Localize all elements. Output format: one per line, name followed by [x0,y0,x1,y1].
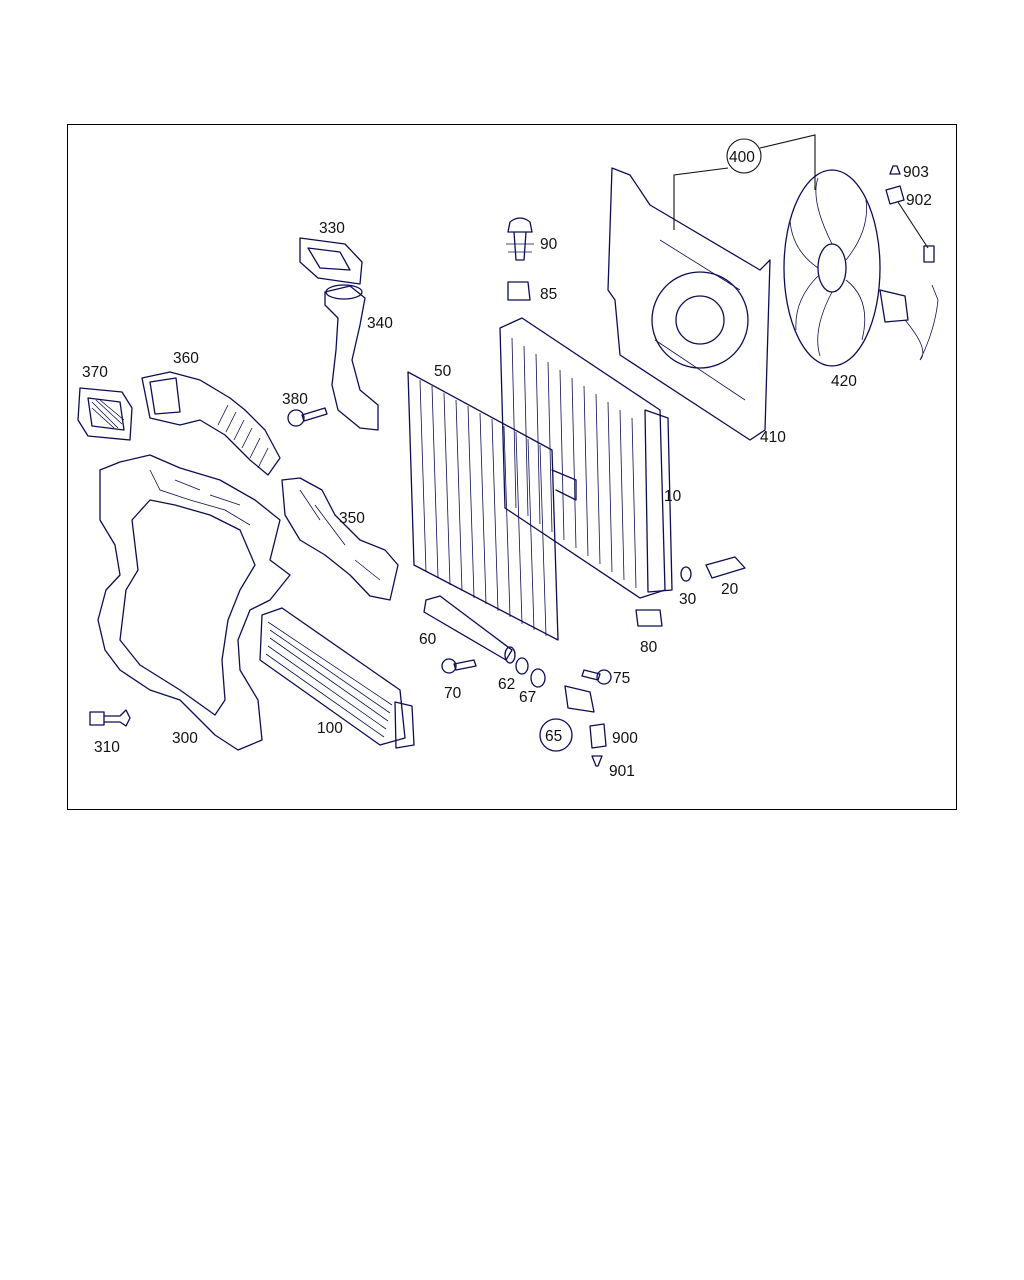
bolt-75 [581,669,612,685]
air-grille-370 [77,387,133,441]
pressure-switch-65 [539,685,595,752]
label-380: 380 [282,391,308,408]
seal-ring-62 [515,657,529,675]
label-370: 370 [82,364,108,381]
electric-fan-420 [783,169,939,367]
radiator-10 [499,317,673,599]
cap-80 [635,609,663,627]
label-30: 30 [679,591,697,608]
condenser-50 [407,371,577,641]
label-10: 10 [664,488,682,505]
assembly-400-leaders [673,134,816,230]
label-310: 310 [94,739,120,756]
label-903: 903 [903,164,929,181]
air-guide-frame-300 [97,454,291,751]
bushing-85 [507,281,531,301]
label-420: 420 [831,373,857,390]
label-75: 75 [613,670,630,687]
seal-ring-67 [530,668,546,688]
label-50: 50 [434,363,452,380]
label-410: 410 [760,429,786,446]
screw-380 [287,407,328,427]
air-duct-330 [299,237,363,285]
connector-901 [591,755,603,767]
connector-902 [885,185,935,263]
charge-air-cooler-100 [259,607,415,749]
label-300: 300 [172,730,198,747]
label-901: 901 [609,763,635,780]
label-902: 902 [906,192,932,209]
receiver-drier-60 [423,595,516,664]
diagram-frame [67,124,957,810]
air-duct-350 [281,477,399,601]
clip-310 [89,709,131,727]
air-pipe-340 [324,284,379,431]
label-60: 60 [419,631,437,648]
drain-plug-20 [705,556,746,579]
washer-30 [680,566,692,582]
label-100: 100 [317,720,343,737]
label-360: 360 [173,350,199,367]
label-67: 67 [519,689,536,706]
label-70: 70 [444,685,462,702]
label-900: 900 [612,730,638,747]
connector-900 [589,723,607,749]
label-330: 330 [319,220,345,237]
label-65: 65 [545,728,562,745]
fan-shroud-410 [607,167,771,441]
label-350: 350 [339,510,365,527]
label-340: 340 [367,315,393,332]
fastener-90 [506,217,534,261]
label-20: 20 [721,581,739,598]
label-90: 90 [540,236,558,253]
connector-903 [889,165,901,175]
air-intake-hose-360 [141,371,281,476]
label-400: 400 [729,149,755,166]
label-80: 80 [640,639,658,656]
label-62: 62 [498,676,515,693]
label-85: 85 [540,286,557,303]
bolt-70 [441,658,477,674]
